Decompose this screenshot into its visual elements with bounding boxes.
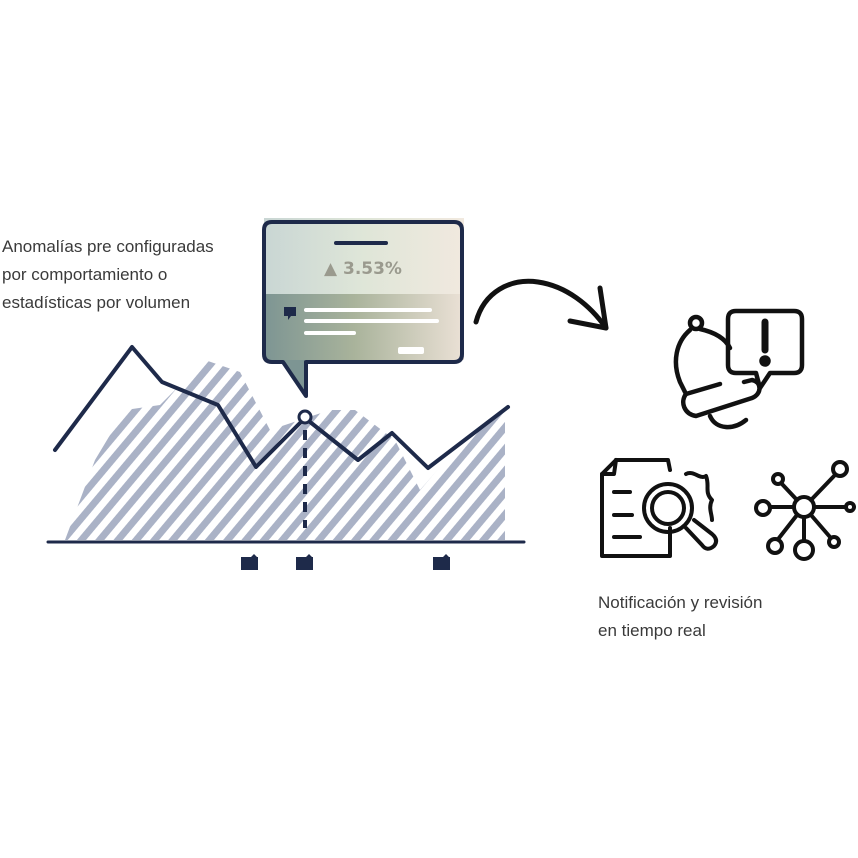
notification-description: Notificación y revisión en tiempo real [598,589,762,645]
curved-arrow-icon [473,278,609,331]
document-search-icon [600,458,719,558]
metric-line [53,345,510,470]
network-hub-icon [754,460,856,561]
comment-icon [284,307,296,320]
comment-marker-icon[interactable] [296,554,313,570]
anomaly-description: Anomalías pre configuradas por comportam… [2,233,214,317]
caption-line: en tiempo real [598,621,706,640]
caption-line: Anomalías pre configuradas [2,237,214,256]
tooltip: ▲ 3.53% [262,218,464,398]
caption-line: por comportamiento o [2,265,168,284]
bell-alert-icon [673,308,805,430]
hatched-area [65,360,505,540]
caption-line: estadísticas por volumen [2,293,191,312]
tooltip-value: ▲ 3.53% [324,259,402,279]
caption-line: Notificación y revisión [598,593,763,612]
comment-marker-icon[interactable] [241,554,258,570]
tooltip-outline [262,220,464,398]
chart-area [65,360,505,540]
event-markers [241,554,450,570]
comment-marker-icon[interactable] [433,554,450,570]
highlight-point[interactable] [297,409,313,425]
